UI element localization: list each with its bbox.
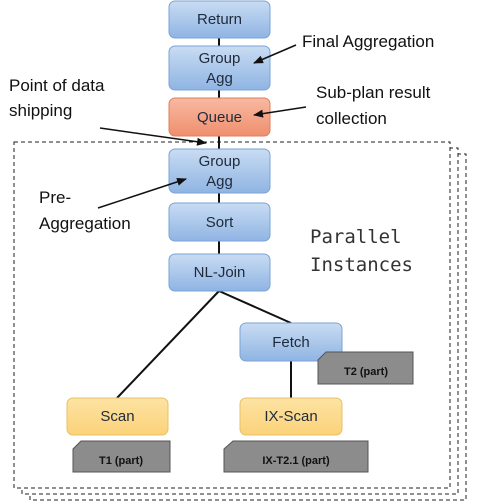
fetch-label: Fetch [272,334,310,351]
table-tag-t1-label: T1 (part) [99,455,143,467]
table-tag-ix-t2: IX-T2.1 (part) [223,440,369,473]
group-agg-pre-label-line1: Group [199,153,241,170]
group-agg-final-label-line2: Agg [206,70,233,87]
return-label: Return [197,11,242,28]
group-agg-pre-node: Group Agg [168,148,271,194]
return-node: Return [168,0,271,39]
annotation-pre-aggregation-line2: Aggregation [39,214,131,233]
annotation-point-of-shipping-line1: Point of data [9,76,105,95]
table-tag-t1: T1 (part) [72,440,171,473]
group-agg-final-label-line1: Group [199,50,241,67]
arrow-pre-aggregation [97,178,187,209]
annotation-final-aggregation: Final Aggregation [302,32,434,51]
table-tag-t2: T2 (part) [317,351,414,385]
parallel-instance-frame-1 [13,141,451,489]
sort-node: Sort [168,202,271,242]
group-agg-final-node: Group Agg [168,45,271,91]
nl-join-node: NL-Join [168,253,271,292]
queue-node: Queue [168,97,271,137]
sort-label: Sort [206,214,234,231]
edge-nljoin-fetch [218,290,292,324]
table-tag-t2-label: T2 (part) [344,366,388,378]
arrow-subplan-collection [253,106,307,118]
nl-join-label: NL-Join [194,264,246,281]
annotation-subplan-line1: Sub-plan result [316,83,431,102]
annotation-pre-aggregation-line1: Pre- [39,188,71,207]
table-tag-ix-t2-label: IX-T2.1 (part) [262,455,330,467]
parallel-instances-label-line2: Instances [310,254,413,276]
annotation-point-of-shipping-line2: shipping [9,101,72,120]
arrow-final-aggregation [253,44,297,64]
ix-scan-node: IX-Scan [239,397,343,436]
group-agg-pre-label-line2: Agg [206,173,233,190]
scan-node: Scan [66,397,169,436]
parallel-instances-label-line1: Parallel [310,226,402,248]
annotation-subplan-line2: collection [316,109,387,128]
ix-scan-label: IX-Scan [264,408,317,425]
edge-nljoin-scan [116,290,220,399]
queue-label: Queue [197,109,242,126]
fetch-node: Fetch [239,322,343,362]
arrow-point-of-shipping [99,127,207,146]
scan-label: Scan [100,408,134,425]
